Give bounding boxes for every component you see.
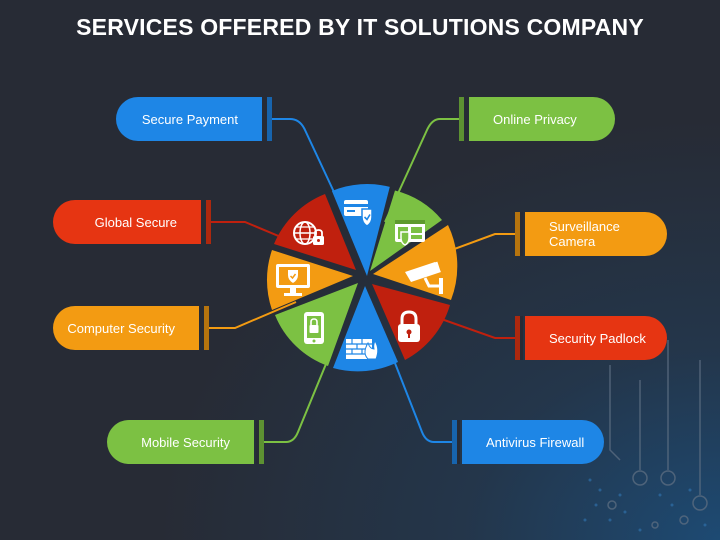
mobile-security-label: Mobile Security: [141, 434, 230, 450]
pill-bar: [515, 316, 520, 360]
pill-computer-security[interactable]: Computer Security: [53, 306, 209, 350]
pill-bar: [204, 306, 209, 350]
page-title: SERVICES OFFERED BY IT SOLUTIONS COMPANY: [76, 14, 644, 40]
connector-antivirus-firewall: [381, 329, 455, 443]
pill-bar: [459, 97, 464, 141]
credit-card-shield-icon: [344, 200, 373, 227]
globe-lock-icon: [293, 221, 324, 245]
connector-mobile-security: [261, 329, 341, 443]
circuit-decoration: [607, 340, 708, 529]
pill-antivirus-firewall[interactable]: Antivirus Firewall: [452, 420, 604, 464]
surveillance-camera-label: Surveillance Camera: [549, 219, 620, 249]
pill-bar: [206, 200, 211, 244]
pill-secure-payment[interactable]: Secure Payment: [116, 97, 272, 141]
pill-surveillance-camera[interactable]: Surveillance Camera: [515, 212, 667, 256]
cctv-camera-icon: [405, 261, 443, 294]
secure-payment-label: Secure Payment: [141, 111, 238, 127]
pill-global-secure[interactable]: Global Secure: [53, 200, 211, 244]
firewall-icon: [346, 339, 379, 360]
pill-mobile-security[interactable]: Mobile Security: [107, 420, 264, 464]
pill-bar: [452, 420, 457, 464]
connector-security-padlock: [429, 314, 520, 339]
connector-computer-security: [206, 301, 297, 329]
mobile-lock-icon: [304, 312, 324, 344]
pill-bar: [267, 97, 272, 141]
browser-shield-icon: [395, 220, 425, 246]
global-secure-label: Global Secure: [94, 214, 177, 230]
security-padlock-label: Security Padlock: [549, 330, 646, 346]
pill-bar: [259, 420, 264, 464]
circuit-dots: [583, 478, 707, 532]
pill-online-privacy[interactable]: Online Privacy: [459, 97, 615, 141]
padlock-icon: [398, 310, 420, 342]
connector-online-privacy: [384, 118, 462, 223]
pill-security-padlock[interactable]: Security Padlock: [515, 316, 667, 360]
antivirus-firewall-label: Antivirus Firewall: [486, 434, 585, 450]
segment-security-padlock: [372, 284, 450, 360]
segment-surveillance-camera: [373, 225, 458, 300]
computer-security-label: Computer Security: [67, 320, 175, 336]
connector-lines: [206, 118, 520, 443]
online-privacy-label: Online Privacy: [493, 111, 577, 127]
pill-bar: [515, 212, 520, 256]
connector-secure-payment: [269, 118, 349, 223]
monitor-shield-icon: [276, 264, 310, 296]
